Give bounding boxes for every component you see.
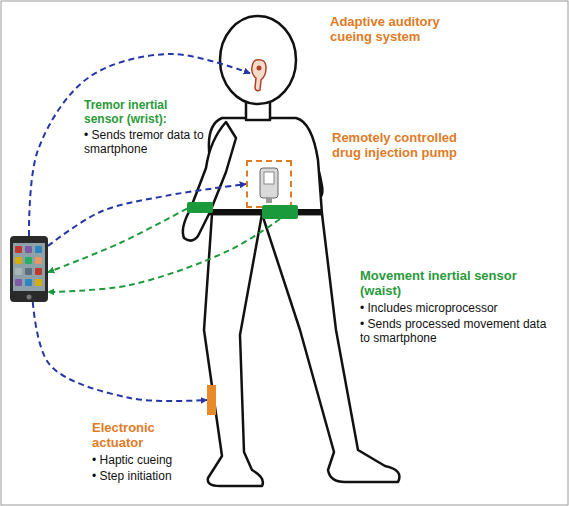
data-link [29,54,250,236]
label-group: Movement inertial sensor (waist) • Includ… [360,268,555,345]
head [220,16,296,104]
feature-bullet: • Step initiation [92,469,200,483]
label-group: Remotely controlled drug injection pump [332,130,467,161]
device-label: Tremor inertial sensor (wrist): [84,98,204,126]
electronic-actuator: Electronic actuator• Haptic cueing• Step… [207,385,216,415]
data-link [48,219,280,292]
feature-bullet: • Includes microprocessor [360,301,555,315]
feature-bullet: • Haptic cueing [92,453,200,467]
feature-bullet: • Sends processed movement data to smart… [360,317,555,345]
device-label: Remotely controlled drug injection pump [332,130,467,161]
front-leg [262,214,399,482]
device-label: Movement inertial sensor (waist) [360,268,555,299]
smartphone [10,236,48,302]
hearing-device: Adaptive auditory cueing system [250,58,268,92]
feature-bullet: • Sends tremor data to smartphone [84,128,204,156]
data-link [48,184,246,246]
data-link [33,302,207,401]
drug-pump: Remotely controlled drug injection pump [246,160,292,208]
label-group: Electronic actuator • Haptic cueing • Step… [92,420,200,483]
drug-pump-icon [248,162,294,210]
hearing-device-icon [250,58,268,92]
device-label: Adaptive auditory cueing system [330,14,470,45]
data-link [48,209,187,273]
label-group: Adaptive auditory cueing system [330,14,470,45]
label-group: Tremor inertial sensor (wrist):• Sends t… [84,98,204,157]
waist-sensor: Movement inertial sensor (waist)• Includ… [262,205,298,219]
wrist-sensor: Tremor inertial sensor (wrist):• Sends t… [187,202,213,213]
device-label: Electronic actuator [92,420,200,451]
smartphone-icon [10,236,48,302]
back-leg [204,214,263,486]
